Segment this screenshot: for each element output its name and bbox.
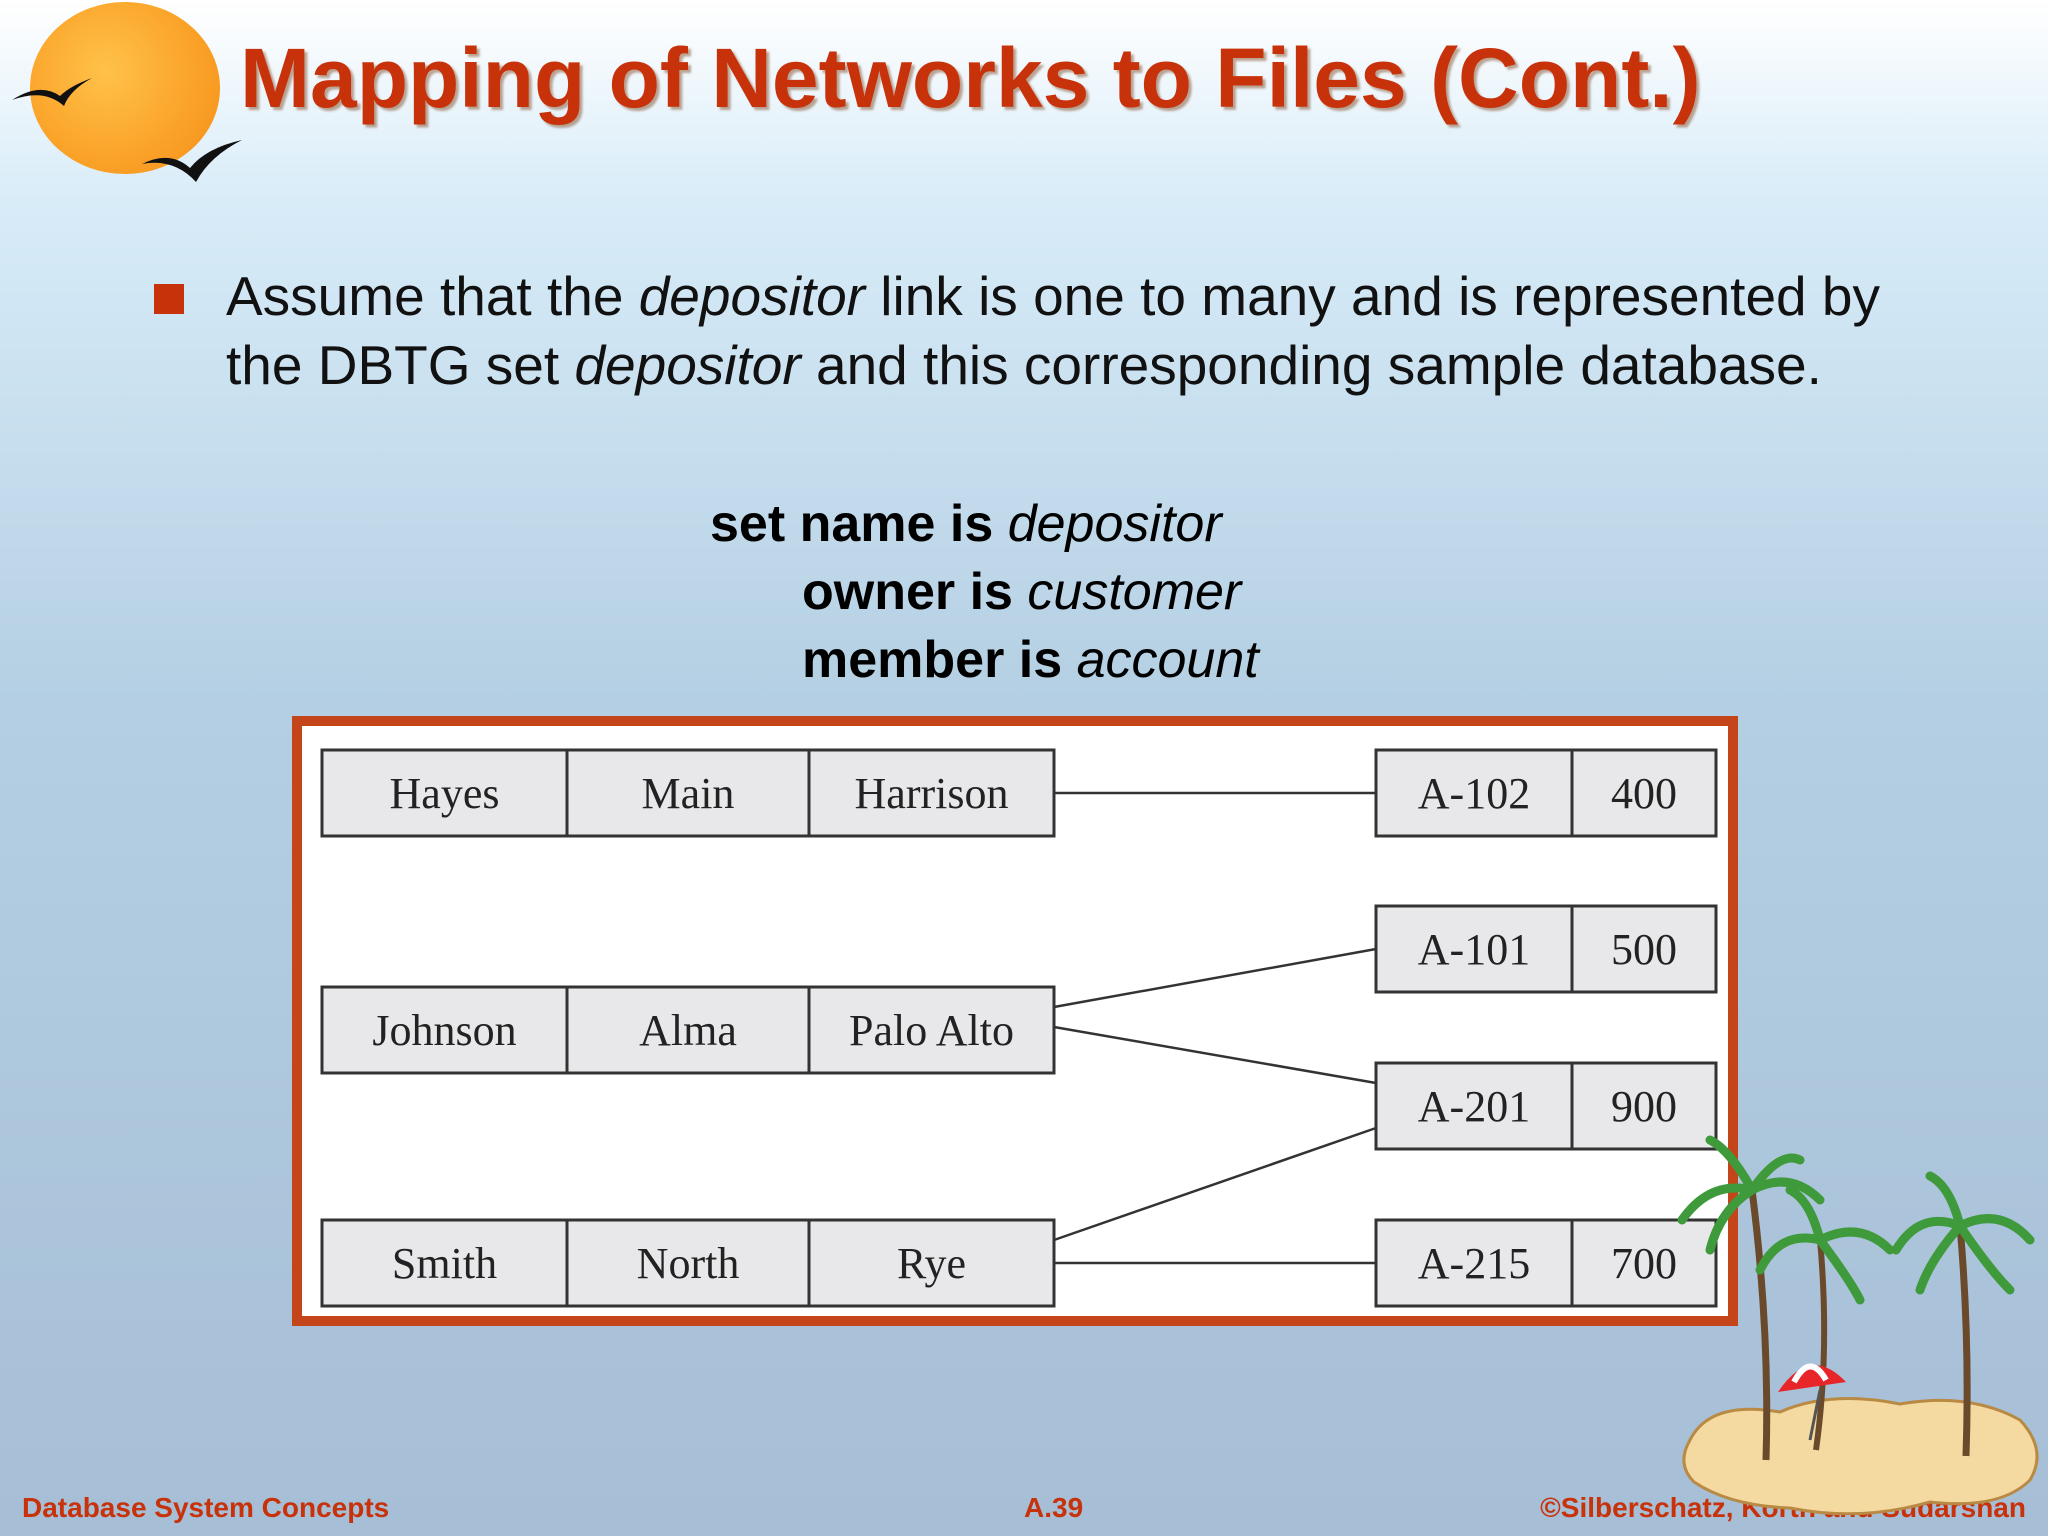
customer-city-cell	[807, 985, 1056, 1075]
bullet-text-part: link is one to many and is represented b…	[226, 265, 1880, 396]
member-line: member is account	[802, 630, 1259, 690]
customer-city-text: Rye	[897, 1239, 966, 1288]
customer-street-text: North	[637, 1239, 740, 1288]
owner-value: customer	[1027, 563, 1242, 621]
account-number-cell	[1374, 1061, 1574, 1151]
account-number-cell	[1374, 1218, 1574, 1308]
customer-city-text: Palo Alto	[849, 1006, 1014, 1055]
customer-street-cell	[565, 748, 811, 838]
footer-course: Database System Concepts	[22, 1492, 390, 1523]
account-number-text: A-101	[1418, 925, 1530, 974]
bullet-paragraph: Assume that the depositor link is one to…	[226, 262, 1926, 400]
customer-street-cell	[565, 985, 811, 1075]
slide-title: Mapping of Networks to Files (Cont.)	[240, 31, 1701, 125]
owner-line: owner is customer	[802, 562, 1241, 622]
palm-island-icon	[1677, 1135, 2039, 1516]
set-name-value: depositor	[1007, 495, 1222, 553]
customer-name-text: Hayes	[390, 769, 500, 818]
customer-name-text: Johnson	[372, 1006, 516, 1055]
link-line	[1053, 947, 1377, 1009]
link-line	[1053, 1126, 1377, 1242]
link-line	[1053, 1025, 1377, 1085]
keyword: owner is	[802, 563, 1028, 621]
account-number-text: A-201	[1418, 1082, 1530, 1131]
member-value: account	[1076, 631, 1259, 689]
customer-street-text: Main	[642, 769, 735, 818]
bullet-text-part: and this corresponding sample database.	[800, 334, 1822, 396]
customer-name-cell	[320, 985, 569, 1075]
keyword: set name is	[710, 495, 1008, 553]
account-balance-text: 400	[1611, 769, 1677, 818]
customer-name-cell	[320, 1218, 569, 1308]
birds-icon	[12, 78, 242, 182]
set-name-line: set name is depositor	[710, 494, 1222, 554]
customer-street-text: Alma	[639, 1006, 737, 1055]
account-balance-text: 900	[1611, 1082, 1677, 1131]
customer-name-text: Smith	[392, 1239, 497, 1288]
bullet-square-icon	[154, 284, 184, 314]
sun-logo-icon	[30, 2, 220, 174]
account-balance-cell	[1570, 748, 1718, 838]
account-number-text: A-102	[1418, 769, 1530, 818]
account-balance-cell	[1570, 904, 1718, 994]
account-balance-text: 500	[1611, 925, 1677, 974]
account-balance-text: 700	[1611, 1239, 1677, 1288]
customer-city-cell	[807, 1218, 1056, 1308]
bullet-emphasis: depositor	[638, 265, 865, 327]
customer-city-text: Harrison	[855, 769, 1009, 818]
account-number-cell	[1374, 904, 1574, 994]
customer-city-cell	[807, 748, 1056, 838]
bullet-emphasis: depositor	[574, 334, 801, 396]
customer-name-cell	[320, 748, 569, 838]
account-balance-cell	[1570, 1061, 1718, 1151]
account-balance-cell	[1570, 1218, 1718, 1308]
bullet-text-part: Assume that the	[226, 265, 639, 327]
footer-page-number: A.39	[1024, 1492, 1084, 1523]
keyword: member is	[802, 631, 1077, 689]
account-number-text: A-215	[1418, 1239, 1530, 1288]
